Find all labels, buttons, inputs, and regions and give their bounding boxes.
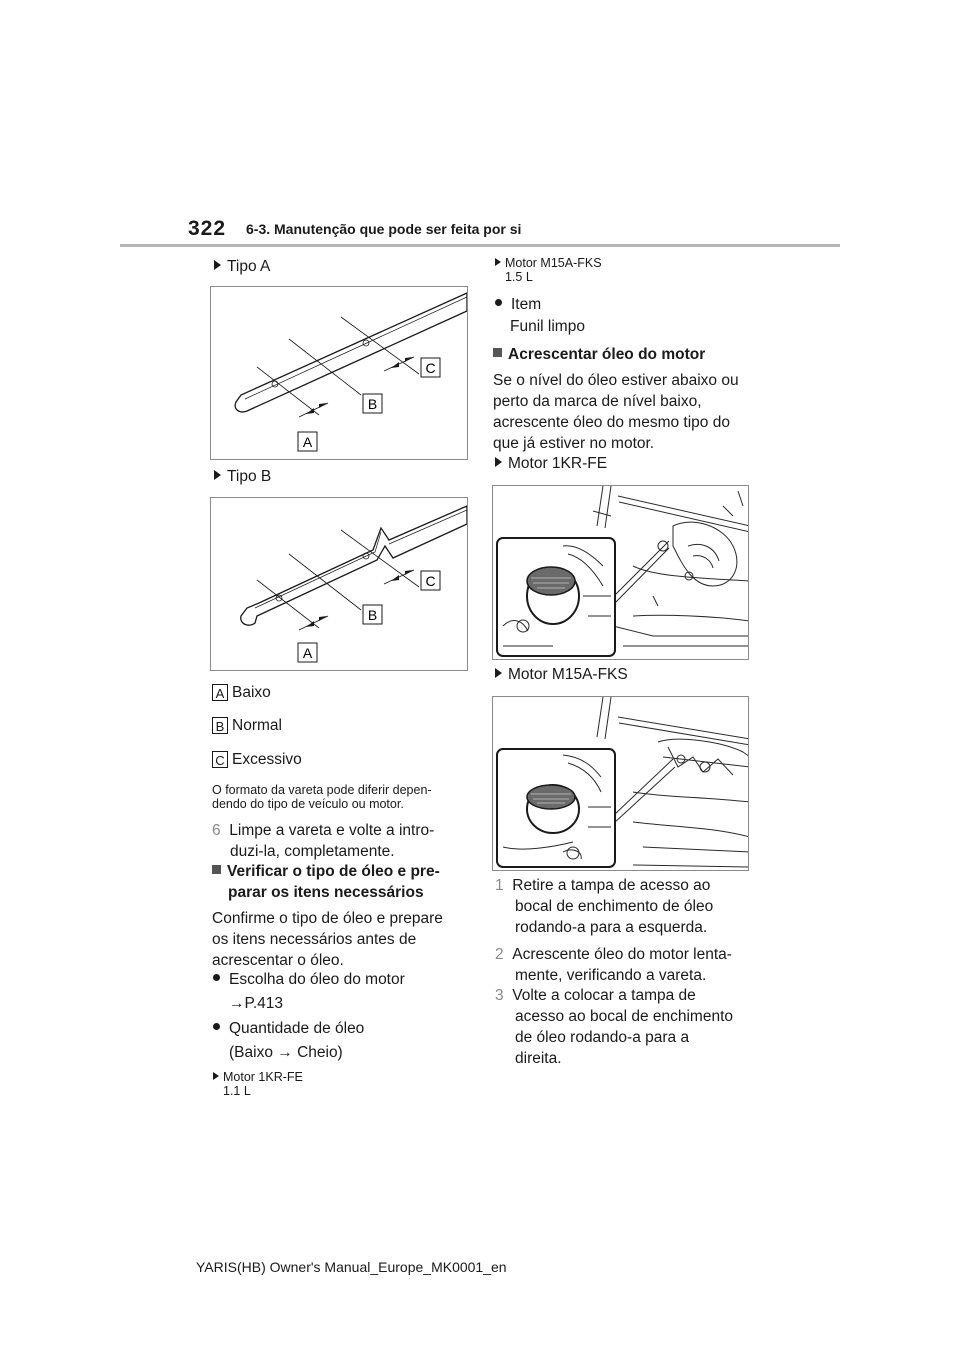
oil-quantity-range: (Baixo → Cheio) — [229, 1044, 343, 1061]
engine-figure-m15a — [492, 696, 749, 871]
label-a-marker: A — [303, 645, 313, 661]
bullet-oil-choice: Escolha do óleo do motor — [213, 969, 405, 990]
type-a-label: Tipo A — [214, 256, 270, 277]
engine-m15a-illustration — [496, 697, 748, 868]
label-c-marker: C — [425, 360, 435, 376]
step-number: 2 — [495, 946, 504, 963]
engine-figure-1kr — [492, 485, 749, 660]
label-c-marker: C — [425, 573, 435, 589]
arrow-icon: → — [277, 1044, 293, 1061]
step-6: 6 Limpe a vareta e volte a intro- duzi-l… — [212, 822, 435, 860]
square-bullet-icon — [212, 865, 221, 874]
step-2: 2 Acrescente óleo do motor lenta- mente,… — [495, 946, 732, 984]
step-number: 3 — [495, 987, 504, 1004]
legend-letter-a: A — [212, 684, 228, 702]
arrow-right-icon — [495, 668, 502, 678]
arrow-right-icon — [213, 1072, 219, 1080]
square-bullet-icon — [493, 348, 502, 357]
section-title: 6-3. Manutenção que pode ser feita por s… — [246, 221, 522, 237]
section-heading-add-oil: Acrescentar óleo do motor — [493, 344, 705, 365]
legend-letter-c: C — [212, 751, 228, 769]
motor-m15a-capacity: Motor M15A-FKS 1.5 L — [495, 256, 602, 284]
label-b-marker: B — [368, 396, 377, 412]
arrow-right-icon — [495, 457, 502, 467]
page-reference[interactable]: →P.413 — [229, 995, 284, 1012]
fig1-label: Motor 1KR-FE — [495, 453, 607, 474]
footer-manual-id: YARIS(HB) Owner's Manual_Europe_MK0001_e… — [196, 1259, 507, 1275]
label-a-marker: A — [303, 434, 313, 450]
arrow-right-icon — [214, 260, 221, 270]
bullet-icon — [495, 299, 502, 306]
header-divider — [120, 244, 840, 247]
type-b-label: Tipo B — [214, 466, 271, 487]
dipstick-figure-type-b: C B A — [210, 497, 468, 671]
note-text: O formato da vareta pode diferir depen- … — [212, 783, 432, 811]
dipstick-type-a-illustration: C B A — [234, 292, 467, 452]
motor-1kr-capacity: Motor 1KR-FE 1.1 L — [213, 1070, 303, 1098]
dipstick-figure-type-a: C B A — [210, 286, 468, 460]
item-bullet: Item Funil limpo — [495, 294, 585, 337]
step-number: 1 — [495, 877, 504, 894]
bullet-icon — [213, 974, 220, 981]
section-heading-check-oil: Verificar o tipo de óleo e pre- parar os… — [212, 861, 440, 903]
step-3: 3 Volte a colocar a tampa de acesso ao b… — [495, 987, 734, 1067]
add-oil-paragraph: Se o nível do óleo estiver abaixo ou per… — [493, 372, 739, 452]
check-oil-paragraph: Confirme o tipo de óleo e prepare os ite… — [212, 910, 443, 969]
dipstick-type-b-illustration: C B A — [240, 505, 467, 663]
bullet-oil-quantity: Quantidade de óleo — [213, 1018, 364, 1039]
page-number: 322 — [188, 217, 227, 240]
step-number: 6 — [212, 822, 221, 839]
engine-1kr-illustration — [496, 486, 748, 657]
bullet-icon — [213, 1023, 220, 1030]
arrow-icon: → — [229, 995, 245, 1012]
arrow-right-icon — [214, 470, 221, 480]
step-1: 1 Retire a tampa de acesso ao bocal de e… — [495, 877, 714, 936]
label-b-marker: B — [368, 607, 377, 623]
legend-letter-b: B — [212, 717, 228, 735]
fig2-label: Motor M15A-FKS — [495, 664, 628, 685]
arrow-right-icon — [495, 258, 501, 266]
